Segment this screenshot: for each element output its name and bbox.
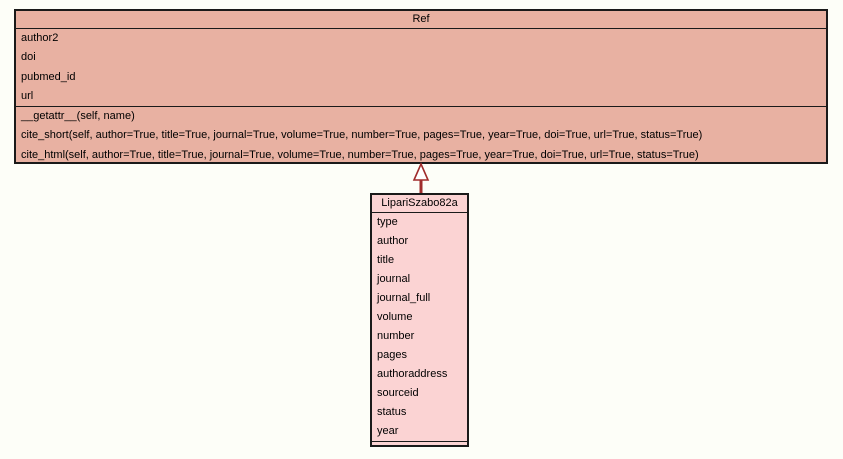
- attribute-status: status: [377, 406, 407, 418]
- attribute-number: number: [377, 330, 415, 342]
- attribute-doi: doi: [21, 51, 36, 64]
- inheritance-arrow-icon: [412, 162, 430, 196]
- ref-attributes-compartment: author2 doi pubmed_id url: [16, 29, 826, 107]
- attribute-authoraddress: authoraddress: [377, 368, 448, 380]
- subclass-methods-compartment-empty: [372, 442, 467, 450]
- attribute-author: author: [377, 235, 409, 247]
- inheritance-triangle: [412, 162, 430, 181]
- attribute-type: type: [377, 216, 398, 228]
- attribute-journal: journal: [377, 273, 411, 285]
- attribute-title: title: [377, 254, 395, 266]
- class-box-liparisazbo82a[interactable]: LipariSzabo82a type author title journal…: [370, 193, 469, 447]
- class-title-ref[interactable]: Ref: [16, 11, 826, 29]
- attribute-url: url: [21, 89, 34, 102]
- method-getattr: __getattr__(self, name): [21, 110, 135, 122]
- class-title-liparisazbo82a[interactable]: LipariSzabo82a: [372, 195, 467, 213]
- attribute-sourceid: sourceid: [377, 387, 419, 399]
- attribute-pages: pages: [377, 349, 407, 361]
- attribute-volume: volume: [377, 311, 413, 323]
- attribute-pubmed-id: pubmed_id: [21, 70, 76, 83]
- method-cite-short: cite_short(self, author=True, title=True…: [21, 129, 703, 142]
- attribute-author2: author2: [21, 32, 59, 44]
- method-cite-html: cite_html(self, author=True, title=True,…: [21, 148, 699, 161]
- inheritance-line: [419, 179, 423, 196]
- ref-methods-compartment: __getattr__(self, name) cite_short(self,…: [16, 107, 826, 165]
- attribute-year: year: [377, 425, 399, 437]
- subclass-attributes-compartment: type author title journal journal_full v…: [372, 213, 467, 442]
- attribute-journal-full: journal_full: [377, 292, 431, 304]
- class-box-ref[interactable]: Ref author2 doi pubmed_id url __getattr_…: [14, 9, 828, 164]
